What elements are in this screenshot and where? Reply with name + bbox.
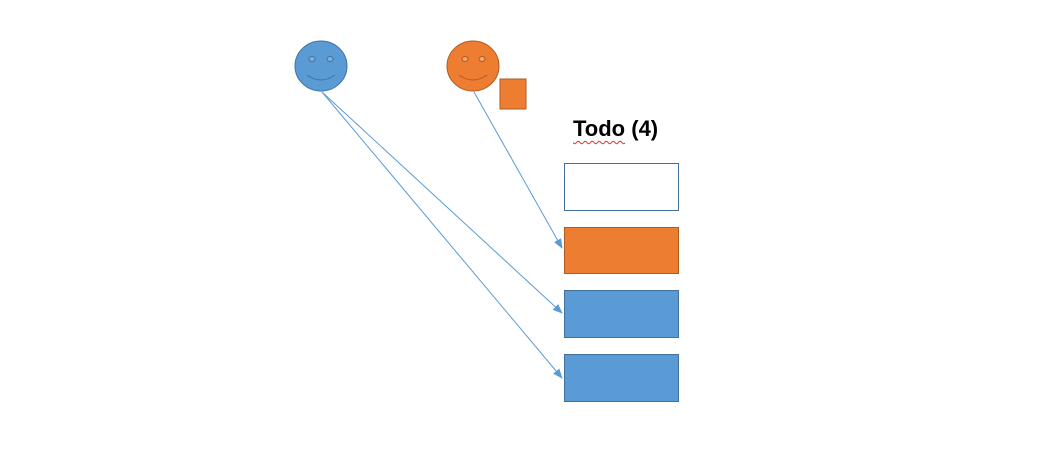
- todo-title-count: (4): [631, 116, 659, 141]
- held-card[interactable]: [499, 78, 527, 110]
- orange-smiley-face: [446, 40, 500, 92]
- todo-card-3[interactable]: [564, 290, 679, 338]
- connector-arrows: [321, 91, 563, 379]
- orange-smiley-right-eye: [478, 56, 486, 62]
- todo-title-word: Todo: [573, 116, 626, 141]
- todo-card-1[interactable]: [564, 163, 679, 211]
- orange-smiley-left-eye: [461, 56, 469, 62]
- arrow-blue-to-card-4: [321, 91, 563, 379]
- todo-card-2[interactable]: [564, 227, 679, 274]
- blue-smiley-right-eye: [326, 56, 334, 62]
- orange-smiley-icon[interactable]: [446, 40, 500, 92]
- orange-smiley-mouth: [458, 74, 488, 81]
- todo-card-4[interactable]: [564, 354, 679, 402]
- arrow-blue-to-card-3: [321, 91, 563, 314]
- blue-smiley-face: [294, 40, 348, 92]
- blue-smiley-icon[interactable]: [294, 40, 348, 92]
- blue-smiley-mouth: [306, 74, 336, 81]
- todo-column-title: Todo (4): [573, 116, 658, 142]
- arrow-orange-to-card-2: [473, 91, 563, 249]
- blue-smiley-left-eye: [308, 56, 316, 62]
- todo-cards: [564, 163, 679, 402]
